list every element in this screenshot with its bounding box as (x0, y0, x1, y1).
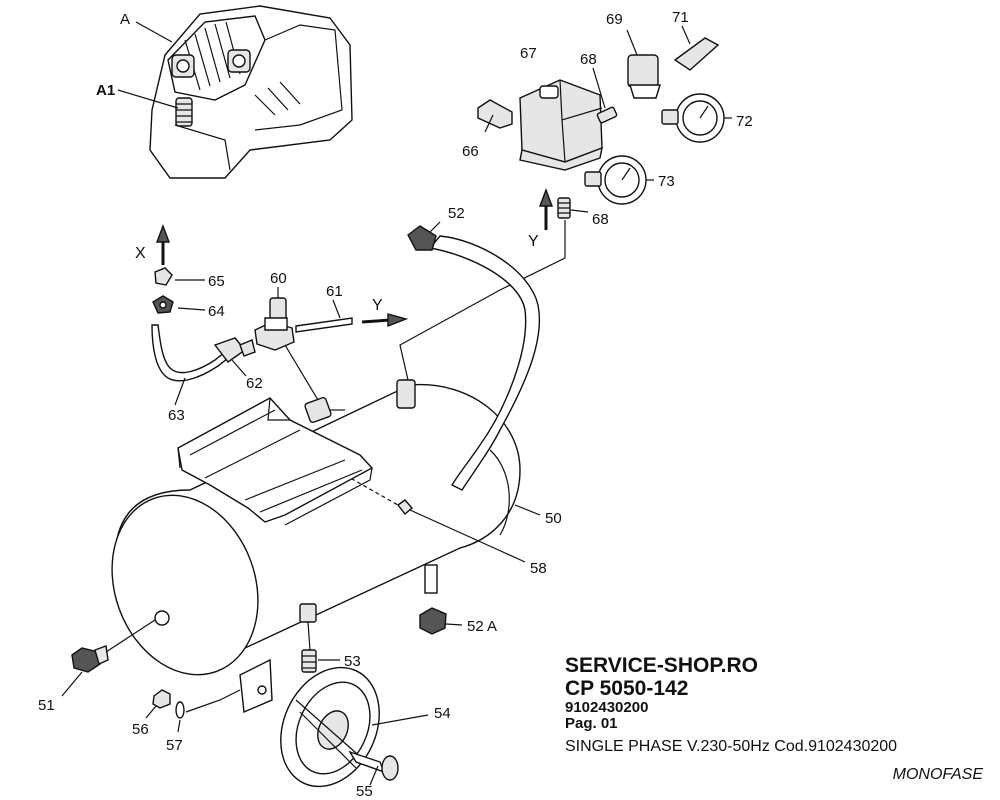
label-part-65: 65 (208, 273, 225, 290)
label-part-56: 56 (132, 721, 149, 738)
page-number: Pag. 01 (565, 715, 618, 732)
phase-type: MONOFASE (892, 766, 983, 783)
label-part-68-top: 68 (580, 51, 597, 68)
label-part-66: 66 (462, 143, 479, 160)
check-valve-group (151, 224, 409, 424)
label-part-72: 72 (736, 113, 753, 130)
pressure-switch-group (399, 25, 732, 381)
tank-cradle (177, 397, 374, 526)
label-part-50: 50 (545, 510, 562, 527)
label-part-61: 61 (326, 283, 343, 300)
label-part-62: 62 (246, 375, 263, 392)
delivery-pipe (407, 221, 541, 491)
info-block: SERVICE-SHOP.RO CP 5050-142 9102430200 P… (565, 654, 983, 784)
label-part-52a: 52 A (467, 618, 497, 635)
label-part-69: 69 (606, 11, 623, 28)
label-Y-right: Y (372, 297, 383, 314)
label-part-68-bottom: 68 (592, 211, 609, 228)
label-part-51: 51 (38, 697, 55, 714)
label-part-67: 67 (520, 45, 537, 62)
site-name: SERVICE-SHOP.RO (565, 654, 758, 677)
label-part-54: 54 (434, 705, 451, 722)
label-part-55: 55 (356, 783, 373, 800)
label-A: A (120, 11, 130, 28)
label-part-57: 57 (166, 737, 183, 754)
compressor-head-assembly (117, 5, 353, 179)
label-part-53: 53 (344, 653, 361, 670)
label-part-71: 71 (672, 9, 689, 26)
label-part-58: 58 (530, 560, 547, 577)
label-part-60: 60 (270, 270, 287, 287)
label-A1: A1 (96, 82, 115, 99)
label-part-63: 63 (168, 407, 185, 424)
phase-spec: SINGLE PHASE V.230-50Hz Cod.9102430200 (565, 738, 898, 755)
bottom-parts (61, 603, 463, 788)
label-part-52: 52 (448, 205, 465, 222)
air-tank (111, 379, 541, 714)
label-part-64: 64 (208, 303, 225, 320)
part-labels: A A1 X Y Y 50 51 52 52 A 53 54 55 56 57 … (38, 9, 753, 800)
model-name: CP 5050-142 (565, 677, 689, 700)
label-X: X (135, 245, 146, 262)
label-part-73: 73 (658, 173, 675, 190)
label-Y-up: Y (528, 233, 539, 250)
model-code: 9102430200 (565, 699, 649, 716)
